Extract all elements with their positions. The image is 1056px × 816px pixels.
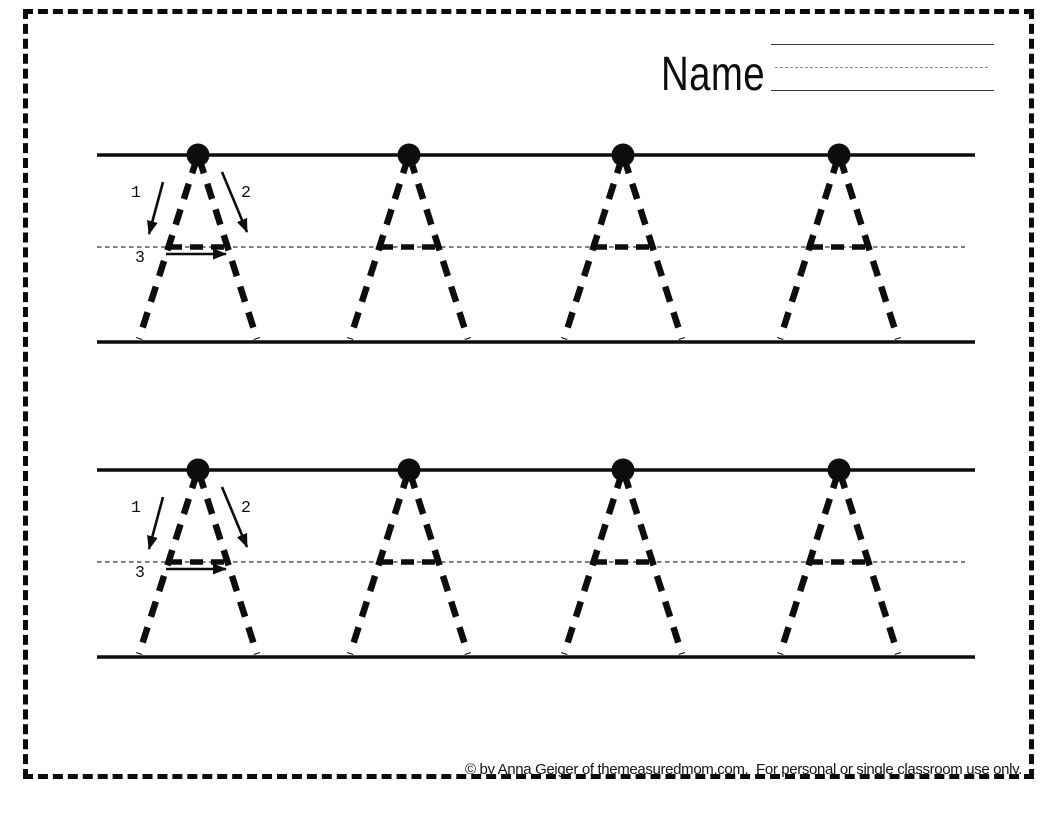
stroke-number-2: 2 <box>241 498 251 517</box>
letter-left-leg <box>776 472 842 655</box>
letter-left-leg <box>135 157 201 340</box>
stroke-2-arrow-down-right <box>220 486 249 548</box>
letter-right-leg <box>836 472 902 655</box>
stroke-number-2: 2 <box>241 183 251 202</box>
trace-letter-A <box>776 458 902 655</box>
letter-left-leg <box>560 157 626 340</box>
trace-letter-A <box>560 143 686 340</box>
trace-letter-A <box>346 458 472 655</box>
letter-right-leg <box>195 472 261 655</box>
start-dot <box>186 143 210 167</box>
stroke-number-3: 3 <box>135 248 145 267</box>
trace-letter-A <box>346 143 472 340</box>
start-dot <box>397 143 421 167</box>
name-line-top <box>771 44 994 45</box>
stroke-number-1: 1 <box>131 183 141 202</box>
letter-right-leg <box>406 472 472 655</box>
letter-left-leg <box>135 472 201 655</box>
letter-left-leg <box>346 472 412 655</box>
trace-letter-A: 1 2 3 <box>131 458 261 655</box>
name-line-bottom <box>771 90 994 91</box>
start-dot <box>611 143 635 167</box>
letter-right-leg <box>620 157 686 340</box>
letter-left-leg <box>346 157 412 340</box>
letter-left-leg <box>776 157 842 340</box>
stroke-1-arrow-down-left <box>147 496 165 550</box>
start-dot <box>827 458 851 482</box>
start-dot <box>186 458 210 482</box>
letter-right-leg <box>620 472 686 655</box>
stroke-2-arrow-down-right <box>220 171 249 233</box>
name-label: Name <box>661 48 766 101</box>
start-dot <box>611 458 635 482</box>
trace-letter-A <box>776 143 902 340</box>
name-line-middle <box>775 67 988 68</box>
stroke-number-3: 3 <box>135 563 145 582</box>
copyright-text: © by Anna Geiger of themeasuredmom.com. … <box>465 761 1022 778</box>
trace-letter-A <box>560 458 686 655</box>
letter-left-leg <box>560 472 626 655</box>
stroke-order-guides: 1 2 3 <box>131 171 251 267</box>
stroke-order-guides: 1 2 3 <box>131 486 251 582</box>
stroke-1-arrow-down-left <box>147 181 165 235</box>
letter-right-leg <box>406 157 472 340</box>
trace-row-2: 1 2 3 <box>97 458 975 659</box>
start-dot <box>397 458 421 482</box>
letter-right-leg <box>195 157 261 340</box>
name-writing-lines <box>771 44 994 94</box>
start-dot <box>827 143 851 167</box>
stroke-number-1: 1 <box>131 498 141 517</box>
letter-right-leg <box>836 157 902 340</box>
dashed-border <box>23 9 1034 779</box>
trace-letter-A: 1 2 3 <box>131 143 261 340</box>
trace-row-1: 1 2 3 <box>97 143 975 344</box>
